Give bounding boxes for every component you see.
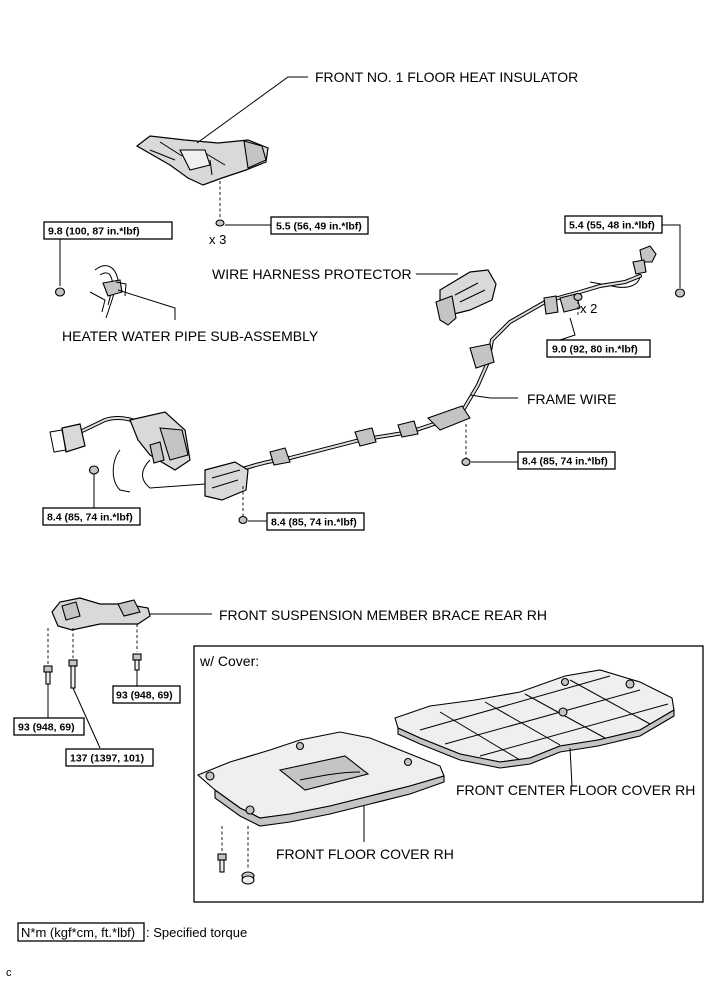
nut-frame-mid [238, 515, 248, 525]
torque-box-frame-right [517, 451, 616, 470]
torque-frame-left: 8.4 (85, 74 in.*lbf) [47, 512, 133, 524]
bolt-left [43, 665, 53, 685]
label-front-floor-cover-rh: FRONT FLOOR COVER RH [276, 846, 454, 862]
label-front-center-floor-cover-rh: FRONT CENTER FLOOR COVER RH [456, 782, 695, 798]
bolt-right [132, 653, 142, 671]
label-wire-harness-protector: WIRE HARNESS PROTECTOR [212, 266, 412, 282]
torque-box-right-x2 [546, 339, 651, 358]
torque-heater: 9.8 (100, 87 in.*lbf) [48, 226, 140, 238]
leader-heater-pipe [117, 289, 176, 320]
torque-frame-right: 8.4 (85, 74 in.*lbf) [522, 456, 608, 468]
label-front-no1-floor-heat-insulator: FRONT NO. 1 FLOOR HEAT INSULATOR [315, 69, 578, 85]
nut-x2-a [573, 292, 583, 302]
leader-frame-wire [469, 394, 518, 399]
w-cover-frame [193, 645, 704, 903]
label-front-suspension-member-brace-rear-rh: FRONT SUSPENSION MEMBER BRACE REAR RH [219, 607, 547, 623]
torque-brace-mid: 137 (1397, 101) [70, 753, 144, 765]
torque-box-brace-left [13, 717, 85, 736]
nut-heater [54, 287, 66, 297]
torque-box-brace-right [112, 685, 181, 704]
front-suspension-member-brace-rear-rh [51, 597, 151, 631]
torque-box-frame-left [42, 507, 141, 526]
qty-x2: x 2 [580, 301, 597, 316]
leader-heat-insulator [196, 76, 308, 144]
front-center-floor-cover-rh [394, 669, 675, 769]
qty-x3: x 3 [209, 232, 226, 247]
legend-text: : Specified torque [146, 925, 247, 940]
heater-water-pipe-sub-assembly [89, 265, 127, 319]
cover-nut [241, 871, 255, 885]
frame-wire [49, 274, 642, 501]
nut-frame-right [461, 457, 471, 467]
wire-harness-protector [435, 269, 497, 326]
torque-brace-right: 93 (948, 69) [116, 690, 173, 702]
cover-bolt [217, 853, 227, 873]
front-no1-floor-heat-insulator [135, 135, 269, 186]
nut-insulator [215, 219, 225, 227]
torque-brace-left: 93 (948, 69) [18, 722, 75, 734]
torque-frame-mid: 8.4 (85, 74 in.*lbf) [271, 517, 357, 529]
label-heater-water-pipe-sub-assembly: HEATER WATER PIPE SUB-ASSEMBLY [62, 328, 319, 344]
torque-box-brace-mid [65, 748, 154, 767]
legend-box [17, 922, 145, 942]
leader-center-floor-cover [569, 747, 573, 787]
torque-box-heater [43, 221, 173, 240]
label-w-cover: w/ Cover: [199, 653, 259, 669]
leader-t-right-x2 [559, 317, 576, 341]
torque-box-frame-mid [266, 512, 365, 531]
torque-right-top: 5.4 (55, 48 in.*lbf) [569, 220, 655, 232]
torque-box-insulator [270, 216, 369, 235]
dash-cover-fasteners [221, 826, 249, 868]
corner-letter: c [6, 967, 12, 979]
nut-frame-left [88, 465, 100, 475]
bolt-mid [68, 659, 78, 689]
leader-t-brace-mid [72, 687, 101, 749]
legend-unit: N*m (kgf*cm, ft.*lbf) [21, 925, 135, 940]
torque-right-x2: 9.0 (92, 80 in.*lbf) [552, 344, 638, 356]
label-frame-wire: FRAME WIRE [527, 391, 616, 407]
nut-right-top [674, 288, 686, 298]
leader-t-right-top [662, 224, 681, 288]
front-floor-cover-rh [196, 731, 445, 827]
torque-insulator: 5.5 (56, 49 in.*lbf) [276, 221, 362, 233]
